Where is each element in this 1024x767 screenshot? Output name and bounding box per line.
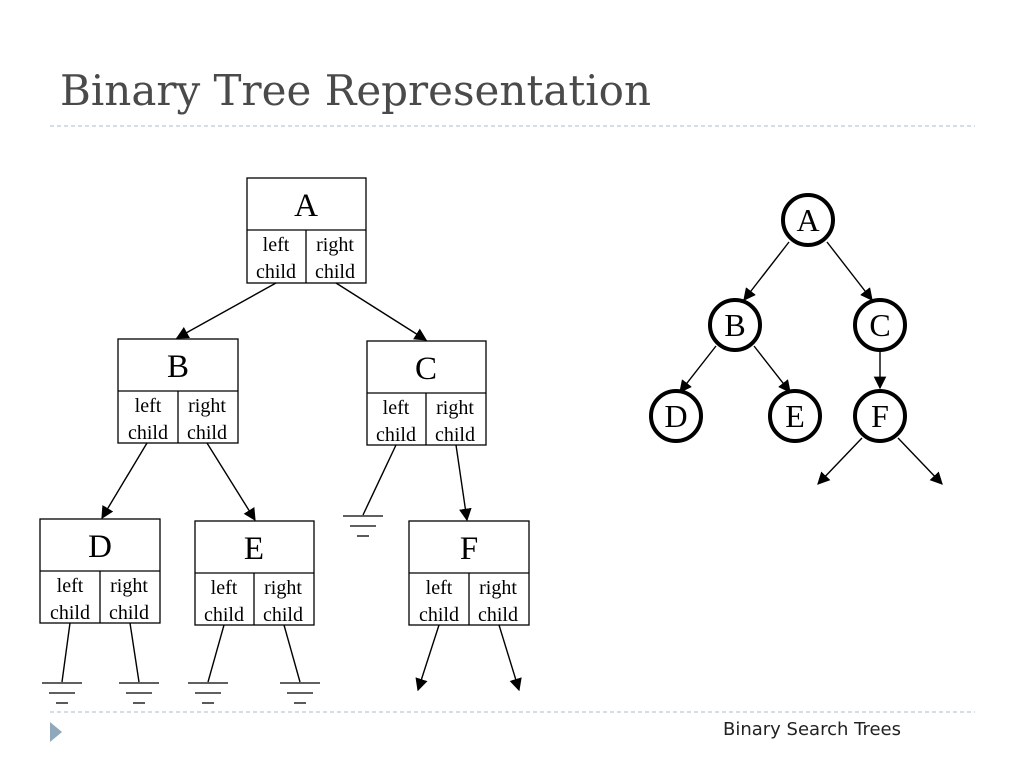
svg-text:left: left [135, 395, 162, 417]
svg-text:child: child [109, 602, 149, 624]
svg-text:right: right [436, 397, 474, 419]
edge-e-null-right [283, 624, 301, 683]
svg-text:left: left [383, 397, 410, 419]
svg-text:child: child [50, 602, 90, 624]
null-icon [280, 682, 320, 704]
circle-node-e: E [768, 389, 822, 443]
edge-d-null-left [61, 622, 71, 683]
edge-b-e [206, 442, 256, 522]
edge-a-b [175, 282, 277, 339]
c-edge-f-right [897, 437, 943, 485]
structure-tree: A left child right child B left child ri… [39, 177, 530, 704]
circle-node-d: D [649, 389, 703, 443]
struct-node-c: C left child right child [366, 340, 487, 446]
c-edge-a-b [743, 241, 790, 301]
svg-text:left: left [211, 577, 238, 599]
conceptual-edges [679, 241, 943, 485]
c-edge-b-e [753, 345, 791, 393]
footer-text: Binary Search Trees [722, 719, 901, 740]
edge-f-left-arrow [415, 624, 440, 692]
struct-node-e: E left child right child [194, 520, 315, 626]
svg-text:child: child [419, 604, 459, 626]
svg-text:right: right [479, 577, 517, 599]
svg-text:child: child [263, 604, 303, 626]
struct-node-a-label: A [294, 188, 318, 224]
svg-text:C: C [869, 307, 890, 343]
struct-node-d: D left child right child [39, 518, 161, 624]
footer-triangle-icon [50, 722, 62, 742]
edge-b-d [101, 442, 148, 520]
conceptual-tree: A B C D E F [649, 193, 943, 485]
struct-node-b-label: B [167, 349, 189, 385]
slide-title: Binary Tree Representation [60, 66, 652, 115]
svg-text:right: right [316, 234, 354, 256]
svg-text:left: left [263, 234, 290, 256]
svg-text:child: child [256, 261, 296, 283]
circle-node-f: F [853, 389, 907, 443]
struct-node-f: F left child right child [408, 520, 530, 626]
struct-node-c-label: C [415, 351, 437, 387]
null-symbols [42, 515, 383, 704]
svg-text:left: left [426, 577, 453, 599]
edge-a-c [335, 282, 428, 341]
null-icon [188, 682, 228, 704]
svg-text:child: child [435, 424, 475, 446]
svg-text:D: D [664, 398, 687, 434]
svg-text:right: right [188, 395, 226, 417]
svg-text:child: child [204, 604, 244, 626]
svg-text:right: right [264, 577, 302, 599]
c-edge-a-c [826, 241, 873, 301]
svg-text:child: child [128, 422, 168, 444]
svg-text:B: B [724, 307, 745, 343]
svg-text:child: child [187, 422, 227, 444]
null-icon [119, 682, 159, 704]
struct-node-b: B left child right child [117, 338, 239, 444]
edge-f-right-arrow [498, 624, 522, 692]
null-icon [343, 515, 383, 537]
svg-text:E: E [785, 398, 805, 434]
svg-text:child: child [376, 424, 416, 446]
c-edge-b-d [679, 345, 717, 393]
edge-c-f [455, 444, 472, 522]
circle-node-b: B [708, 298, 762, 352]
circle-node-a: A [781, 193, 835, 247]
struct-node-e-label: E [244, 531, 264, 567]
svg-text:right: right [110, 575, 148, 597]
struct-node-a: A left child right child [246, 177, 367, 284]
struct-node-d-label: D [88, 529, 112, 565]
structure-edges [61, 282, 522, 692]
circle-node-c: C [853, 298, 907, 352]
edge-e-null-left [207, 624, 225, 683]
struct-node-f-label: F [460, 531, 478, 567]
svg-text:child: child [478, 604, 518, 626]
edge-d-null-right [129, 622, 140, 683]
edge-c-null [362, 444, 397, 516]
svg-text:F: F [871, 398, 889, 434]
svg-text:A: A [796, 202, 819, 238]
svg-text:left: left [57, 575, 84, 597]
null-icon [42, 682, 82, 704]
c-edge-f-left [817, 437, 863, 485]
svg-text:child: child [315, 261, 355, 283]
